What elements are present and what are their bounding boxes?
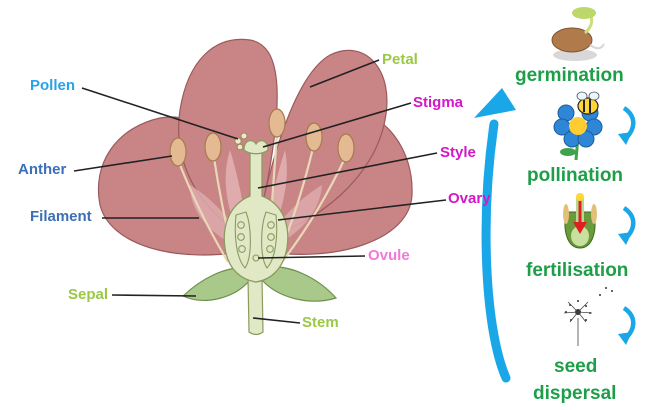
sprouting-seed-icon: [552, 7, 604, 61]
label-stem: Stem: [302, 314, 339, 331]
flower: [98, 39, 412, 334]
bee-on-flower-icon: [554, 92, 602, 160]
pollen-tube-icon: [563, 193, 597, 248]
stage-label-fertilisation: fertilisation: [526, 258, 628, 283]
stage-label-pollination: pollination: [527, 163, 623, 188]
label-petal: Petal: [382, 51, 418, 68]
stem: [248, 278, 263, 335]
label-filament: Filament: [30, 208, 92, 225]
stage-label-germination: germination: [515, 63, 624, 88]
stage-label-dispersal: dispersal: [533, 381, 616, 406]
label-anther: Anther: [18, 161, 66, 178]
stage-label-seed: seed: [554, 354, 597, 379]
edge-mask: [468, 90, 496, 220]
label-sepal: Sepal: [68, 286, 108, 303]
label-stigma: Stigma: [413, 94, 463, 111]
label-pollen: Pollen: [30, 77, 75, 94]
dandelion-seed-icon: [564, 287, 613, 346]
label-ovule: Ovule: [368, 247, 410, 264]
